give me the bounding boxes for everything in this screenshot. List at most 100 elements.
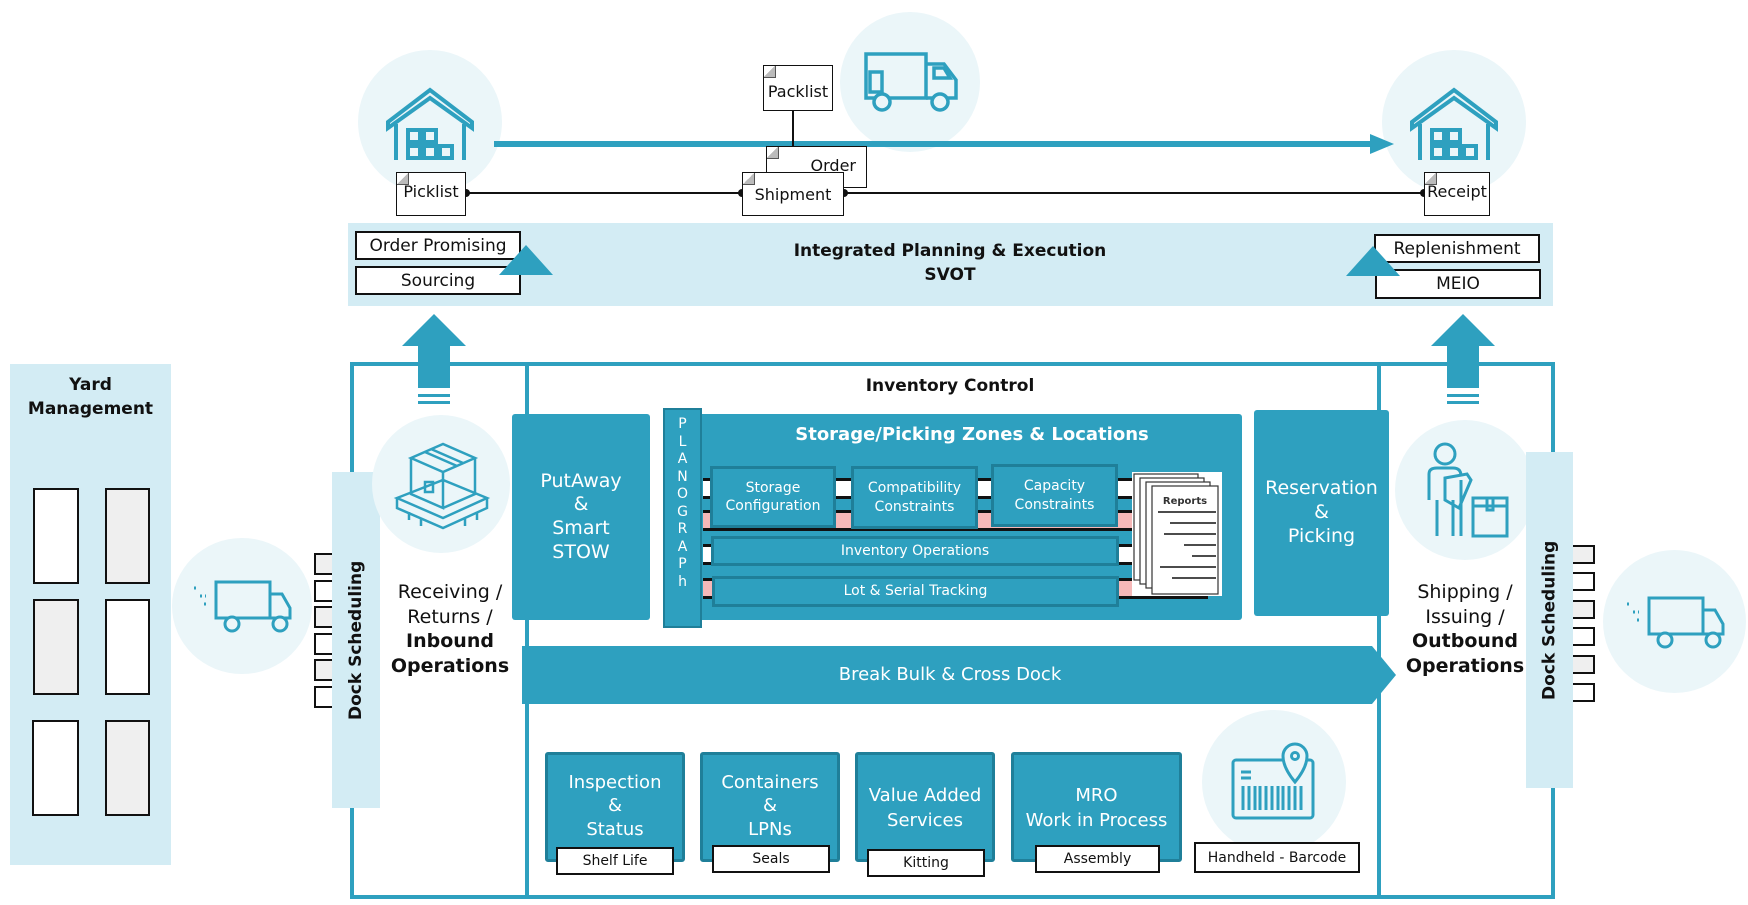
outbound-truck-circle: [1603, 550, 1746, 693]
meio-button[interactable]: MEIO: [1375, 269, 1541, 299]
delivery-truck-icon: [864, 52, 958, 112]
sourcing-label: Sourcing: [400, 270, 476, 291]
compatibility-line: Constraints: [874, 498, 955, 515]
yard-slot[interactable]: [32, 720, 79, 816]
seals-tag[interactable]: Seals: [712, 845, 830, 873]
compatibility-constraints-block[interactable]: Compatibility Constraints: [851, 466, 978, 529]
module-line: &: [607, 795, 623, 817]
module-line: MRO: [1075, 785, 1118, 806]
yard-slot[interactable]: [33, 488, 79, 584]
planograph-letter: A: [677, 538, 688, 555]
dock-door[interactable]: [314, 686, 332, 708]
outbound-line3: Outbound: [1411, 630, 1519, 653]
planning-title-line: Integrated Planning & Execution: [793, 241, 1107, 261]
reports-label: Reports: [1162, 496, 1208, 507]
storage-config-line: Configuration: [725, 498, 821, 514]
storage-config-line: Storage: [745, 479, 801, 496]
planning-subtitle: SVOT: [924, 264, 976, 285]
dock-door[interactable]: [314, 553, 332, 575]
yard-slot[interactable]: [33, 599, 79, 695]
receipt-label: Receipt: [1427, 181, 1487, 201]
yard-management-title: Yard Management: [10, 374, 171, 422]
planograph-letter: O: [676, 486, 689, 502]
up-triangle-icon: [1346, 246, 1400, 276]
dock-door[interactable]: [314, 633, 332, 655]
break-bulk-cross-dock-arrow[interactable]: [520, 644, 1400, 706]
packlist-label: Packlist: [767, 81, 829, 101]
yard-slot[interactable]: [105, 720, 150, 816]
clerk-with-box-icon: [1427, 442, 1509, 538]
lot-serial-tracking-block[interactable]: Lot & Serial Tracking: [712, 576, 1119, 607]
planograph-letter: P: [678, 556, 687, 572]
planning-title: Integrated Planning & Execution SVOT: [700, 240, 1200, 288]
outbound-line1: Shipping /: [1417, 581, 1513, 603]
storage-zones-title: Storage/Picking Zones & Locations: [795, 424, 1149, 445]
inbound-divider: [525, 362, 529, 899]
outbound-clerk-circle: [1395, 420, 1535, 560]
yard-slot[interactable]: [105, 599, 150, 695]
module-line: Containers: [721, 772, 819, 793]
right-dock-scheduling-label: Dock Scheduling: [1539, 540, 1560, 700]
inventory-operations-block[interactable]: Inventory Operations: [711, 536, 1119, 566]
dock-door[interactable]: [314, 659, 332, 681]
planograph-letter: h: [678, 573, 687, 590]
warehouse-origin-circle: [358, 50, 502, 194]
dock-door[interactable]: [1573, 572, 1595, 591]
dock-door[interactable]: [1573, 683, 1595, 702]
integrated-planning-bar: [348, 223, 1553, 306]
yard-title-line2: Management: [27, 398, 154, 419]
dock-door[interactable]: [1573, 627, 1595, 646]
value-added-services-block[interactable]: Value Added Services: [855, 752, 995, 862]
pallet-box-icon: [393, 442, 491, 530]
shipment-label: Shipment: [754, 184, 832, 204]
dock-door[interactable]: [1573, 545, 1595, 564]
module-line: Value Added: [868, 785, 982, 806]
delivery-truck-icon: [194, 580, 292, 633]
right-dock-scheduling-panel: [1526, 452, 1573, 788]
sourcing-button[interactable]: Sourcing: [355, 266, 521, 295]
storage-configuration-block[interactable]: Storage Configuration: [710, 466, 836, 528]
up-triangle-icon: [499, 245, 553, 275]
module-line: Status: [586, 818, 644, 840]
truck-circle: [840, 12, 980, 152]
putaway-smart-stow-block[interactable]: PutAway & Smart STOW: [512, 414, 650, 620]
shipment-document: Shipment: [742, 172, 844, 216]
order-promising-button[interactable]: Order Promising: [355, 231, 521, 260]
picklist-document: Picklist: [396, 172, 466, 216]
replenishment-button[interactable]: Replenishment: [1374, 234, 1540, 263]
dock-door[interactable]: [314, 580, 332, 602]
dock-door[interactable]: [314, 606, 332, 628]
module-line: Work in Process: [1025, 810, 1168, 832]
module-line: Services: [887, 810, 963, 832]
yard-slot[interactable]: [105, 488, 150, 584]
reports-document-stack[interactable]: Reports: [1132, 472, 1222, 596]
planograph-letter: G: [677, 503, 688, 520]
barcode-circle: [1202, 710, 1346, 854]
reservation-picking-block[interactable]: Reservation & Picking: [1254, 410, 1389, 616]
receipt-document: Receipt: [1424, 172, 1490, 216]
reservation-line: &: [1314, 501, 1329, 524]
inbound-line1: Receiving /: [397, 581, 503, 603]
planograph-letter: L: [678, 433, 687, 450]
module-line: &: [762, 795, 778, 817]
inbound-line3: Inbound: [406, 630, 494, 653]
outbound-line2: Issuing /: [1425, 605, 1505, 628]
putaway-line: STOW: [552, 540, 610, 563]
compatibility-line: Compatibility: [867, 480, 962, 497]
order-promising-label: Order Promising: [369, 235, 507, 256]
assembly-tag[interactable]: Assembly: [1035, 845, 1160, 873]
dock-door[interactable]: [1573, 600, 1595, 619]
meio-label: MEIO: [1436, 274, 1480, 294]
shelf-life-tag[interactable]: Shelf Life: [556, 847, 674, 875]
barcode-location-icon: [1231, 742, 1315, 820]
capacity-constraints-block[interactable]: Capacity Constraints: [991, 464, 1118, 527]
inspection-status-block[interactable]: Inspection & Status: [545, 752, 685, 862]
dock-door[interactable]: [1573, 655, 1595, 674]
inbound-operations-label: Receiving / Returns / Inbound Operations: [380, 580, 520, 679]
planograph-bar[interactable]: P L A N O G R A P h: [663, 408, 702, 628]
handheld-barcode-tag[interactable]: Handheld - Barcode: [1194, 842, 1360, 873]
outbound-divider: [1377, 362, 1381, 899]
outbound-up-arrow: [1431, 314, 1495, 404]
kitting-tag[interactable]: Kitting: [867, 849, 985, 877]
reservation-line: Picking: [1287, 524, 1356, 547]
